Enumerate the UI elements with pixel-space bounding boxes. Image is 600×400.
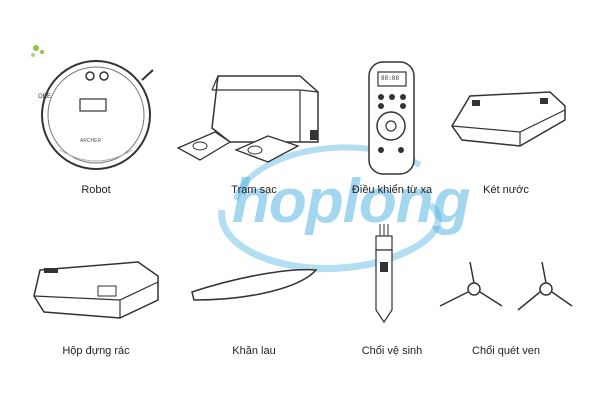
label-mop-cloth: Khăn lau xyxy=(232,345,276,357)
label-remote-control: Điều khiển từ xa xyxy=(351,184,433,196)
label-robot: Robot xyxy=(81,184,111,196)
remote-display-text: 88:88 xyxy=(381,75,400,82)
label-charging-dock: Trạm sạc xyxy=(231,184,277,196)
label-side-brush: Chổi quét ven xyxy=(472,345,540,357)
label-dust-bin: Hộp đựng rác xyxy=(62,345,130,357)
watermark-text: hoplong xyxy=(232,167,470,236)
robot-brand-text: ORE xyxy=(38,94,52,100)
robot-model-text: ARCHER xyxy=(80,138,102,144)
label-water-tank: Két nước xyxy=(483,184,529,196)
label-cleaning-brush: Chổi vệ sinh xyxy=(361,345,423,357)
